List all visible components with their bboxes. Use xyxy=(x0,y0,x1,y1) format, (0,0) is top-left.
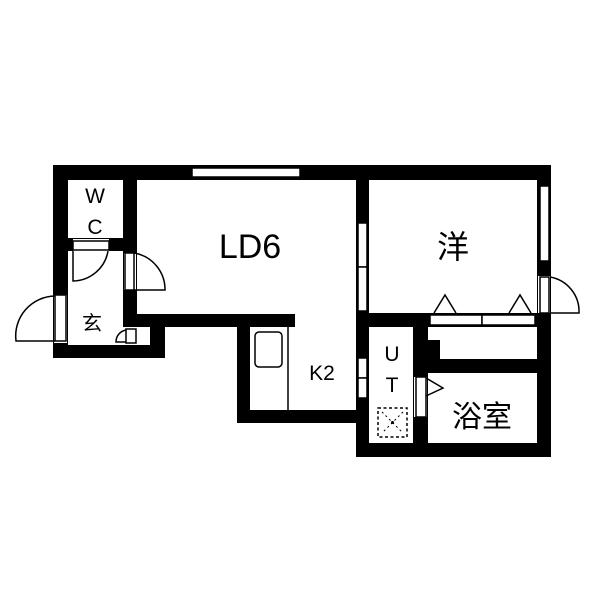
room-label-western: 洋 xyxy=(437,229,469,265)
closet-doors[interactable] xyxy=(429,293,536,326)
wc-door[interactable] xyxy=(72,240,110,282)
room-label-entrance: 玄 xyxy=(82,312,102,335)
entrance-door[interactable] xyxy=(14,294,67,342)
sink-icon xyxy=(254,331,283,368)
kitchen-counter xyxy=(254,327,289,410)
window-kitchen-ut-upper xyxy=(357,357,368,379)
window-ld-western-upper xyxy=(357,222,368,268)
balcony-door[interactable] xyxy=(539,276,580,314)
ld-door[interactable] xyxy=(124,252,166,291)
bathroom-door[interactable] xyxy=(415,376,445,418)
room-label-wc-w: W xyxy=(85,185,105,208)
room-label-kitchen: K2 xyxy=(309,362,335,385)
room-label-ld: LD6 xyxy=(219,228,281,266)
window-ld-western-lower xyxy=(357,266,368,312)
room-label-bathroom: 浴室 xyxy=(452,401,512,434)
window-kitchen-ut-lower xyxy=(357,377,368,399)
window-top-ld xyxy=(191,167,301,178)
room-label-ut-t: T xyxy=(386,374,399,397)
window-right xyxy=(539,185,550,262)
room-label-wc-c: C xyxy=(87,216,102,239)
room-label-ut-u: U xyxy=(384,343,399,366)
washer-pan-icon xyxy=(377,407,408,438)
small-door[interactable] xyxy=(115,328,137,344)
